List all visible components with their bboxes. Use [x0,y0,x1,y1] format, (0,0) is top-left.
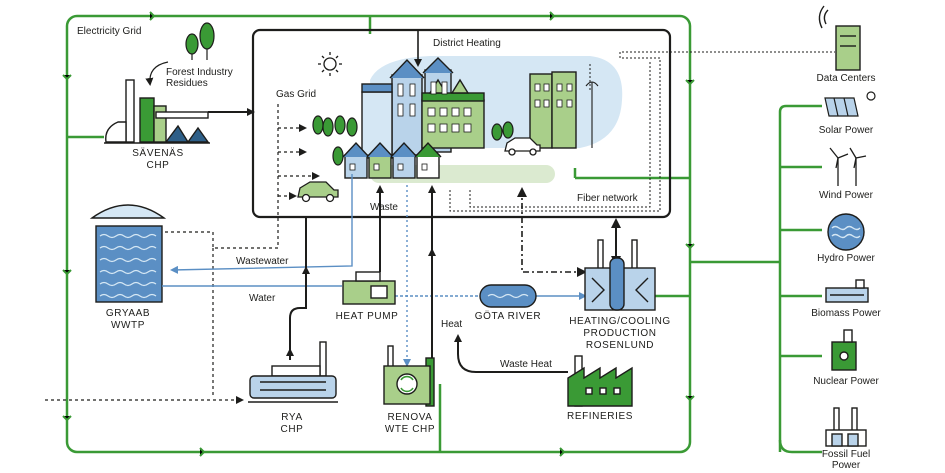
savenas-chp-caption: SÄVENÄS CHP [132,148,183,172]
district-heating-label: District Heating [433,38,501,49]
forest-residues-arrow [145,61,169,86]
rosenlund-line1: HEATING/COOLING [569,316,671,327]
wind-power-label: Wind Power [819,190,873,201]
rya-line2: CHP [280,424,304,435]
car-icon-left [297,181,339,203]
solar-power-text: Solar Power [818,125,874,136]
forest-residues-label: Forest Industry Residues [166,67,233,89]
forest-residues-line2: Residues [166,78,208,89]
fiber-network-lines [449,51,835,212]
gryaab-line2: WWTP [110,320,146,331]
gas-grid-label: Gas Grid [276,89,317,100]
city-ground [370,165,555,183]
city-buildings [342,57,577,179]
electricity-grid-label: Electricity Grid [77,26,142,37]
data-centers-label: Data Centers [817,73,876,84]
biomass-power-icon [825,279,869,303]
rosenlund-line3: ROSENLUND [585,340,655,351]
fiber-network-label: Fiber network [577,193,638,204]
nuclear-power-icon [831,329,857,371]
fossil-fuel-label: Fossil Fuel Power [822,449,870,471]
savenas-line2: CHP [146,160,170,171]
renova-line2: WTE CHP [384,424,436,435]
fossil-fuel-icon [825,407,867,447]
grid-tick-marks [62,11,695,457]
refineries-icon [567,355,633,407]
savenas-chp-icon [104,79,210,144]
hydro-power-label: Hydro Power [817,253,875,264]
heat-pump-caption: HEAT PUMP [336,311,399,323]
biomass-power-text: Biomass Power [811,308,881,319]
biomass-power-label: Biomass Power [811,308,880,319]
renova-line1: RENOVA [387,412,433,423]
data-center-icon [818,5,861,71]
nuclear-power-text: Nuclear Power [813,376,879,387]
solar-panel-icon [824,91,876,117]
rya-chp-caption: RYA CHP [281,412,304,436]
gryaab-wwtp-icon [89,204,167,303]
rosenlund-icon [584,239,656,311]
forest-icon [185,22,215,60]
water-flows [162,174,587,300]
wastewater-label: Wastewater [236,256,289,267]
renova-caption: RENOVA WTE CHP [385,412,435,436]
savenas-line1: SÄVENÄS [132,148,184,159]
rya-chp-icon [248,341,338,403]
heat-label: Heat [441,319,463,330]
heat-pump-icon [342,271,396,305]
fossil-fuel-line1: Fossil Fuel [821,449,871,460]
water-label: Water [249,293,276,304]
heat-flows [286,185,621,373]
antenna-icon [585,81,599,148]
waste-heat-label: Waste Heat [500,359,552,370]
rya-line1: RYA [281,412,303,423]
city-trees [312,115,514,166]
gota-river-caption: GÖTA RIVER [475,311,541,323]
rosenlund-line2: PRODUCTION [583,328,657,339]
data-centers-text: Data Centers [816,73,876,84]
refineries-caption: REFINERIES [567,411,633,423]
cooling-dashdot-line [517,187,587,277]
hydro-power-text: Hydro Power [817,253,875,264]
renova-icon [383,345,435,407]
gryaab-wwtp-caption: GRYAAB WWTP [106,308,150,332]
solar-power-label: Solar Power [819,125,873,136]
waste-label: Waste [370,202,398,213]
heat-pump-line: HEAT PUMP [335,311,399,322]
refineries-line: REFINERIES [566,411,634,422]
gas-grid-lines [165,104,320,396]
wind-power-text: Wind Power [819,190,873,201]
city-windows [349,81,573,171]
gryaab-line1: GRYAAB [105,308,151,319]
rosenlund-caption: HEATING/COOLING PRODUCTION ROSENLUND [569,316,671,352]
gota-river-line: GÖTA RIVER [474,311,542,322]
car-icon-right [504,137,541,156]
city-frame [251,28,672,219]
wind-turbine-icon [829,147,867,186]
gota-river-icon [479,284,537,308]
nuclear-power-label: Nuclear Power [813,376,879,387]
forest-residues-line1: Forest Industry [166,67,233,78]
fossil-fuel-line2: Power [831,460,861,471]
hydro-power-icon [827,213,865,251]
sun-icon [318,52,342,76]
